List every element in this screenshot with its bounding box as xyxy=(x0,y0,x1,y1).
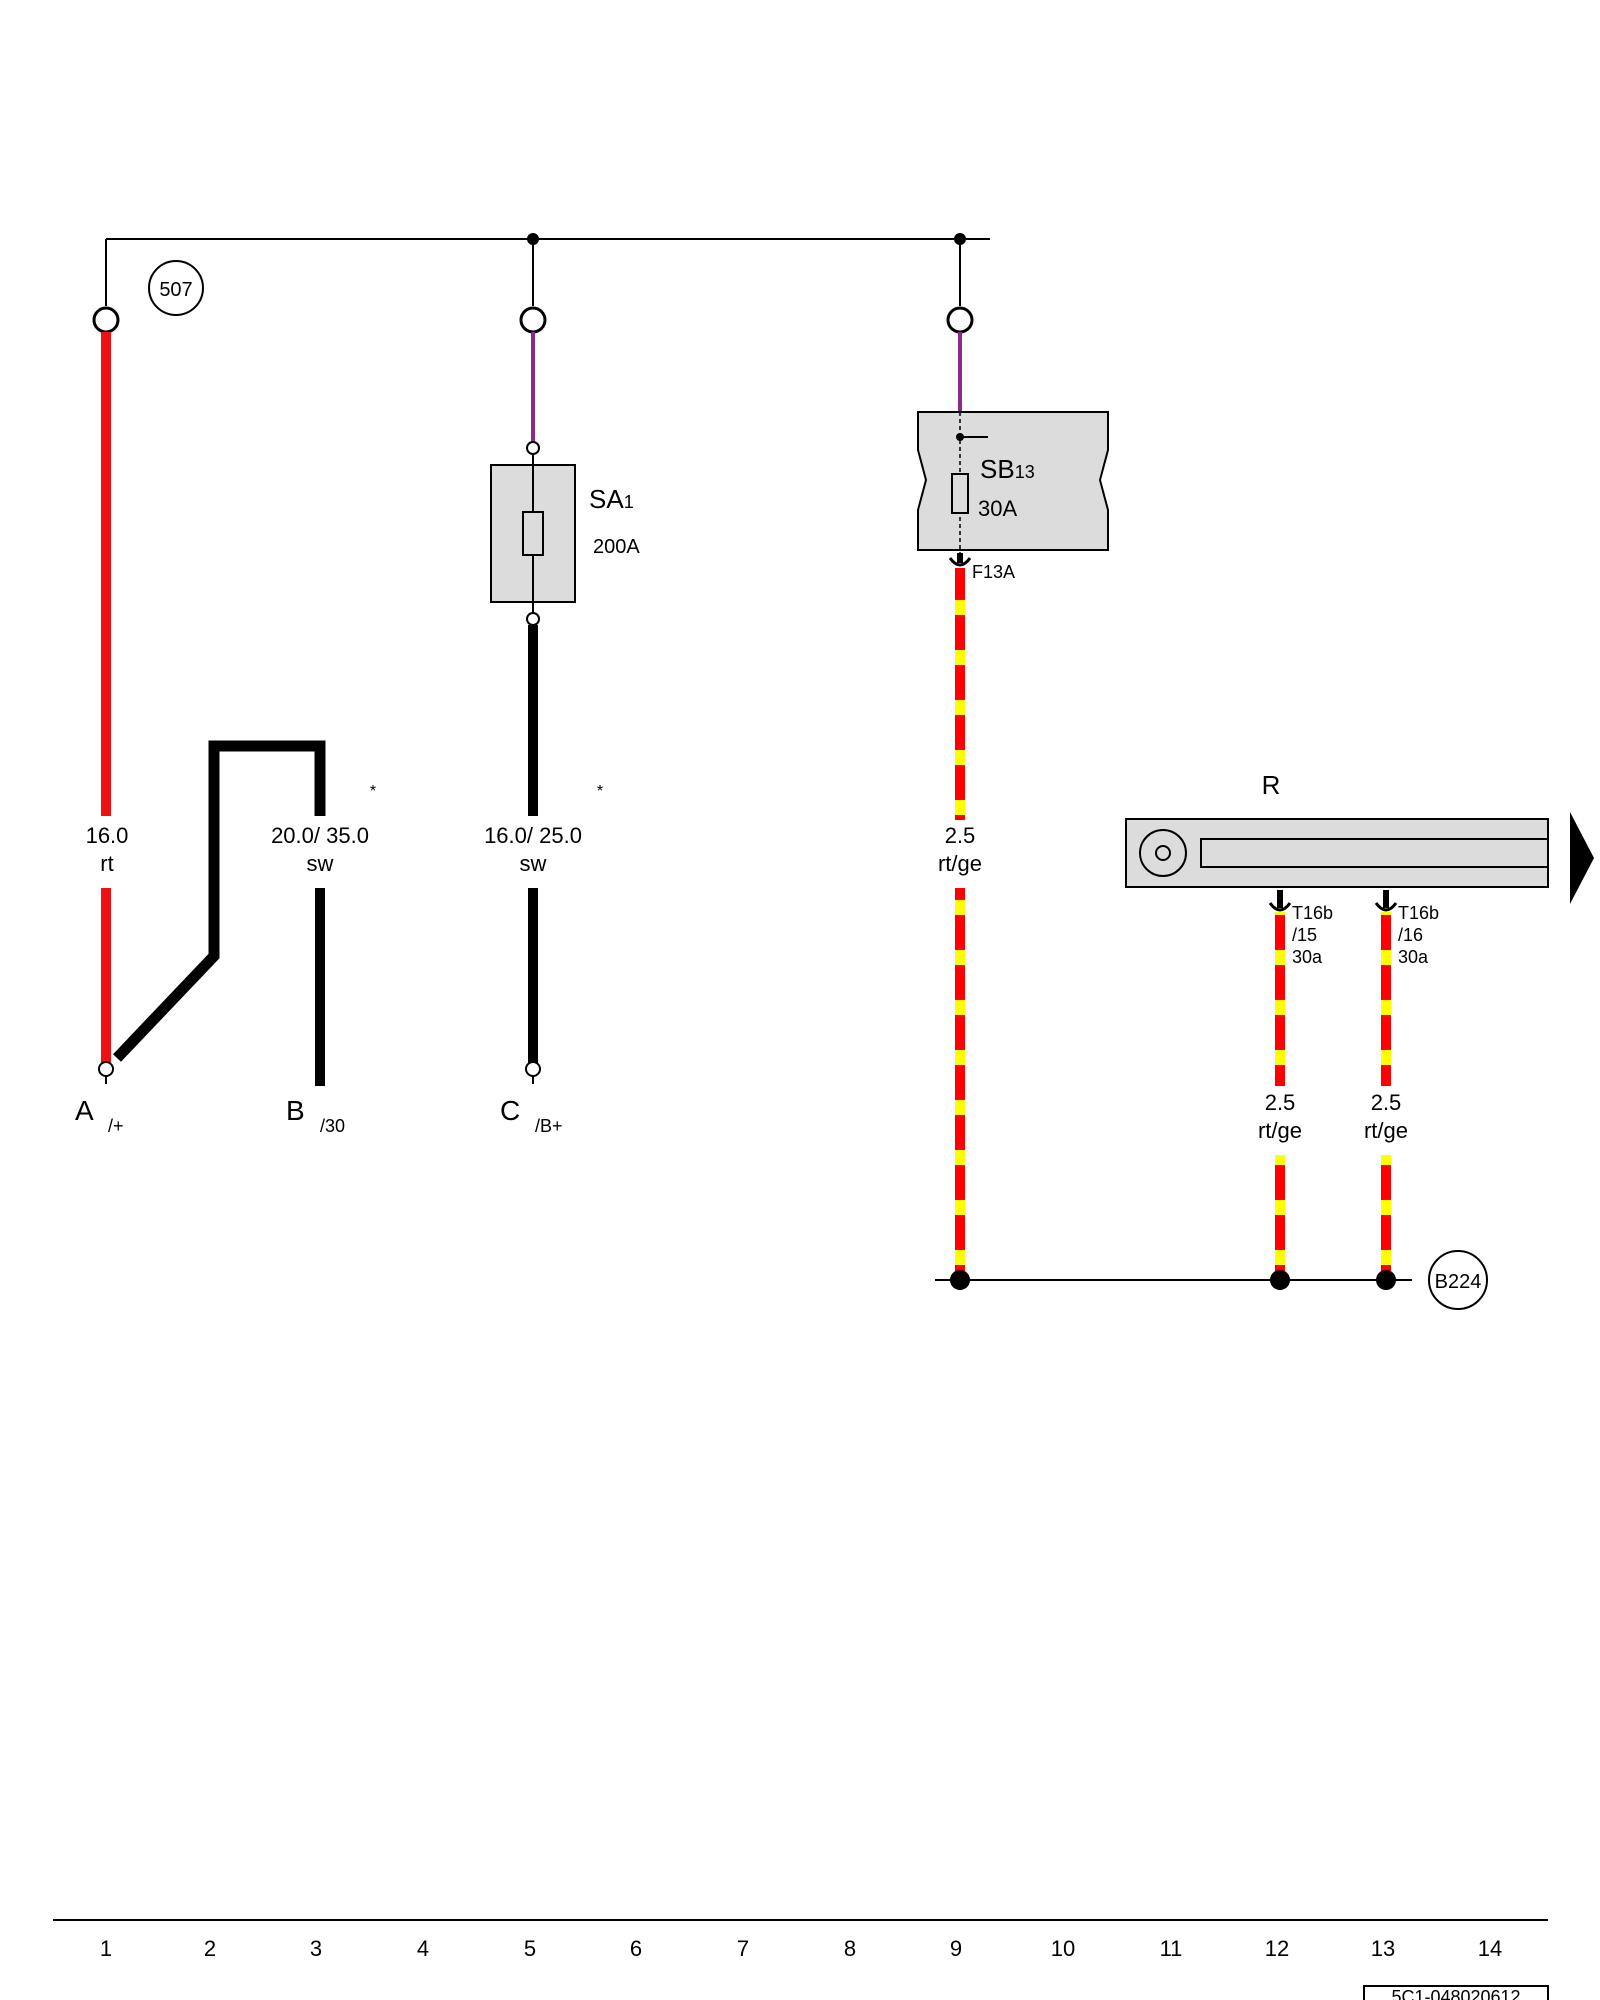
fuse-name: SB13 xyxy=(980,454,1035,484)
top-bus xyxy=(105,233,990,306)
column-number: 3 xyxy=(310,1936,322,1961)
relay-pin-conn: T16b xyxy=(1292,903,1333,923)
relay-pin-num: /15 xyxy=(1292,925,1317,945)
wire-size-label: 20.0/ 35.0 xyxy=(271,823,369,848)
fuse-pin-label: F13A xyxy=(972,562,1015,582)
wire-color-label: rt xyxy=(100,851,113,876)
bottom-bus xyxy=(935,1270,1412,1290)
fuse-sa1: SA1 200A xyxy=(490,454,640,613)
fuse-icon xyxy=(951,473,969,514)
connector-symbol xyxy=(1268,902,1292,912)
bus-junction-dot xyxy=(1376,1270,1396,1290)
connection-ring xyxy=(92,306,120,334)
column-number: 9 xyxy=(950,1936,962,1961)
terminal-suffix: /+ xyxy=(108,1116,124,1136)
bus-junction-dot xyxy=(950,1270,970,1290)
connector-symbol xyxy=(948,557,972,567)
terminal-a: A /+ xyxy=(75,1095,124,1136)
terminal-letter: A xyxy=(75,1095,94,1126)
column-number: 1 xyxy=(100,1936,112,1961)
wire-size-label: 2.5 xyxy=(945,823,976,848)
fuse-rating: 200A xyxy=(593,536,640,558)
terminal-suffix: /B+ xyxy=(535,1116,563,1136)
ground-ref-label: B224 xyxy=(1435,1271,1482,1293)
terminal-c: C /B+ xyxy=(500,1095,563,1136)
column-number: 13 xyxy=(1371,1936,1395,1961)
wire-size-label: 16.0/ 25.0 xyxy=(484,823,582,848)
document-code: 5C1-048020612 xyxy=(1363,1985,1549,2000)
column-number: 8 xyxy=(844,1936,856,1961)
wire-col-13: T16b /16 30a 2.5 rt/ge xyxy=(1364,890,1439,1280)
ground-ref-b224: B224 xyxy=(1428,1250,1488,1310)
wire-col-12: T16b /15 30a 2.5 rt/ge xyxy=(1258,890,1333,1280)
wire-note: * xyxy=(597,783,603,800)
relay-r: R xyxy=(1125,770,1594,904)
bus-junction-dot xyxy=(527,233,539,245)
document-code-text: 5C1-048020612 xyxy=(1391,1987,1520,2000)
connection-ring xyxy=(519,306,547,334)
column-number: 12 xyxy=(1265,1936,1289,1961)
relay-circle-icon xyxy=(1139,829,1187,877)
wire-size-label: 16.0 xyxy=(86,823,129,848)
wire-col-1: 16.0 rt xyxy=(86,332,129,1084)
wire-color-label: sw xyxy=(520,851,547,876)
terminal-b: B /30 xyxy=(286,1095,345,1136)
wire-note: * xyxy=(370,783,376,800)
terminal-letter: C xyxy=(500,1095,520,1126)
continuation-arrow-icon xyxy=(1570,812,1594,904)
column-number: 7 xyxy=(737,1936,749,1961)
wire-color-label: sw xyxy=(307,851,334,876)
wire-col-5: SA1 200A 16.0/ 25.0 sw * xyxy=(484,332,640,1084)
wire-col-3: 20.0/ 35.0 sw * xyxy=(113,740,376,1086)
column-number: 4 xyxy=(417,1936,429,1961)
connector-symbol xyxy=(1374,902,1398,912)
relay-pin-term: 30a xyxy=(1292,947,1323,967)
terminal-letter: B xyxy=(286,1095,305,1126)
wire-size-label: 2.5 xyxy=(1265,1090,1296,1115)
bus-junction-dot xyxy=(1270,1270,1290,1290)
relay-pin-conn: T16b xyxy=(1398,903,1439,923)
bus-junction-dot xyxy=(954,233,966,245)
terminal-suffix: /30 xyxy=(320,1116,345,1136)
relay-name: R xyxy=(1262,770,1281,800)
column-numbers: 1 2 3 4 5 6 7 8 9 10 11 12 13 14 xyxy=(100,1936,1502,1961)
connection-ring xyxy=(946,306,974,334)
wire-color-label: rt/ge xyxy=(938,851,982,876)
fuse-rating: 30A xyxy=(978,496,1017,521)
column-number: 2 xyxy=(204,1936,216,1961)
column-number: 5 xyxy=(524,1936,536,1961)
relay-pin-term: 30a xyxy=(1398,947,1429,967)
column-number: 11 xyxy=(1160,1936,1183,1961)
fuse-box-sb: SB13 30A xyxy=(917,411,1109,555)
wire-color-label: rt/ge xyxy=(1364,1118,1408,1143)
wire-size-label: 2.5 xyxy=(1371,1090,1402,1115)
fuse-name: SA1 xyxy=(589,484,634,514)
ground-ref-507: 507 xyxy=(148,260,204,316)
wire-color-label: rt/ge xyxy=(1258,1118,1302,1143)
column-number: 10 xyxy=(1051,1936,1075,1961)
column-number: 6 xyxy=(630,1936,642,1961)
relay-pin-num: /16 xyxy=(1398,925,1423,945)
fuse-icon xyxy=(522,511,544,556)
column-number: 14 xyxy=(1478,1936,1502,1961)
wire-col-9: SB13 30A F13A 2.5 rt/ge xyxy=(917,332,1109,1280)
ground-ref-label: 507 xyxy=(159,279,192,301)
